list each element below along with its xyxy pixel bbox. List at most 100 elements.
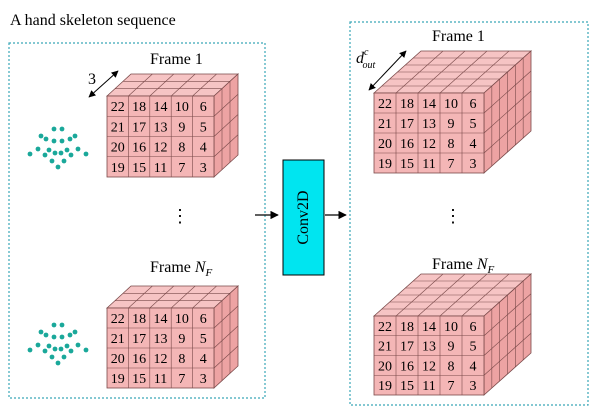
left-frame-1-cell-value: 11 bbox=[154, 161, 167, 176]
right-frame-n-cell-value: 13 bbox=[422, 340, 436, 355]
title: A hand skeleton sequence bbox=[10, 12, 176, 29]
right-frame-1-cell-value: 14 bbox=[422, 97, 436, 112]
frame-1-joint bbox=[27, 151, 33, 157]
right-frame-n-cell-value: 12 bbox=[422, 359, 436, 374]
frame-1-joint bbox=[55, 164, 61, 170]
frame-1-joint bbox=[75, 146, 81, 152]
frame-n-joint bbox=[59, 322, 65, 328]
left-frame-n-cell-value: 19 bbox=[111, 372, 125, 387]
frame-n-joint bbox=[61, 354, 67, 360]
right-frame-n-cell-value: 18 bbox=[400, 320, 414, 335]
right-frame-1-cell-value: 20 bbox=[378, 137, 392, 152]
right-frame-n-cell-value: 9 bbox=[448, 340, 455, 355]
frame-n-hand-skeleton bbox=[27, 322, 89, 366]
left-frame-1-cell-value: 7 bbox=[178, 161, 185, 176]
left-frame-n-top-grid-line bbox=[149, 285, 175, 309]
left-frame-n-cell-value: 14 bbox=[154, 312, 168, 327]
left-frame-n-cell-value: 17 bbox=[132, 332, 146, 347]
frame-1-joint bbox=[68, 152, 74, 158]
frame-1-joint bbox=[46, 147, 52, 153]
left-frame-1-cell-value: 4 bbox=[200, 141, 207, 156]
frame-1-joint bbox=[72, 133, 78, 139]
right-frame-1-cell-value: 6 bbox=[470, 97, 477, 112]
left-frame-1-cell-value: 9 bbox=[178, 120, 185, 135]
frame-1-joint bbox=[42, 152, 48, 158]
left-frame-n-top-grid-line bbox=[128, 285, 153, 309]
right-frame-n-cell-value: 3 bbox=[470, 379, 477, 394]
left-frame-1-cell-value: 12 bbox=[154, 141, 168, 156]
left-frame-1-cell-value: 14 bbox=[154, 100, 168, 115]
left-frame-n-cell-value: 5 bbox=[200, 332, 207, 347]
frame-1-joint bbox=[64, 147, 70, 153]
right-frame-1-cell-value: 18 bbox=[400, 97, 414, 112]
channel-depth-arrow bbox=[368, 50, 407, 91]
frame-n-joint bbox=[46, 343, 52, 349]
right-frame-n-cell-value: 7 bbox=[448, 379, 455, 394]
right-frame-n-cell-value: 15 bbox=[400, 379, 414, 394]
frame-1-joint bbox=[59, 138, 65, 144]
frame-n-joint bbox=[51, 334, 57, 340]
right-frame-1-cell-value: 10 bbox=[444, 97, 458, 112]
right-frame-1-cell-value: 21 bbox=[378, 117, 392, 132]
frame-n-joint bbox=[67, 332, 73, 338]
frame-n-joint bbox=[49, 354, 55, 360]
frame-n-joint bbox=[52, 346, 58, 352]
left-frame-first-label: Frame 1 bbox=[150, 51, 203, 68]
frame-1-joint bbox=[52, 150, 58, 156]
frame-1-joint bbox=[38, 133, 44, 139]
frame-1-joint bbox=[51, 138, 57, 144]
right-frame-n-cell-value: 16 bbox=[400, 359, 414, 374]
right-frame-1-cell-value: 11 bbox=[422, 157, 435, 172]
left-frame-n-cell-value: 16 bbox=[132, 352, 146, 367]
frame-1-joint bbox=[51, 126, 57, 132]
left-frame-1-cell-value: 16 bbox=[132, 141, 146, 156]
right-frame-1-cell-value: 8 bbox=[448, 137, 455, 152]
frame-1-joint bbox=[83, 151, 89, 157]
frame-n-joint bbox=[55, 360, 61, 366]
left-frame-n-cell-value: 12 bbox=[154, 352, 168, 367]
left-frame-n-cell-value: 3 bbox=[200, 372, 207, 387]
frame-n-joint bbox=[27, 347, 33, 353]
right-frame-n-cell-value: 14 bbox=[422, 320, 436, 335]
right-frame-1-cell-value: 16 bbox=[400, 137, 414, 152]
frame-n-joint bbox=[59, 334, 65, 340]
left-frame-n-side-grid-line bbox=[213, 305, 239, 329]
left-frame-1-top-grid-line bbox=[149, 73, 175, 97]
left-frame-n-cell-value: 13 bbox=[154, 332, 168, 347]
frame-n-joint bbox=[35, 342, 41, 348]
right-ellipsis: ⋮ bbox=[444, 206, 462, 226]
right-frame-n-cell-value: 10 bbox=[444, 320, 458, 335]
left-frame-1-cell-value: 8 bbox=[178, 141, 185, 156]
left-frame-n-top-grid-line bbox=[170, 285, 196, 309]
frame-n-joint bbox=[43, 332, 49, 338]
right-frame-1-cell-value: 15 bbox=[400, 157, 414, 172]
right-frame-1-cell-value: 7 bbox=[448, 157, 455, 172]
left-frame-n-cell-value: 21 bbox=[111, 332, 125, 347]
right-panel-border bbox=[349, 21, 589, 406]
frame-n-joint bbox=[68, 348, 74, 354]
right-frame-1-cell-value: 4 bbox=[470, 137, 477, 152]
frame-1-joint bbox=[43, 136, 49, 142]
right-frame-1-cell-value: 22 bbox=[378, 97, 392, 112]
right-frame-1-cell-value: 17 bbox=[400, 117, 414, 132]
left-frame-1-side-grid-line bbox=[213, 134, 239, 157]
left-frame-n-cell-value: 11 bbox=[154, 372, 167, 387]
frame-n-joint bbox=[64, 343, 70, 349]
frame-n-joint bbox=[75, 342, 81, 348]
left-frame-n-cell-value: 6 bbox=[200, 312, 207, 327]
frame-n-joint bbox=[72, 329, 78, 335]
left-frame-n-cell-value: 9 bbox=[178, 332, 185, 347]
depth-label: 3 bbox=[88, 71, 96, 88]
left-ellipsis: ⋮ bbox=[171, 206, 189, 226]
left-frame-1-cell-value: 10 bbox=[175, 100, 189, 115]
left-frame-1-cell-value: 13 bbox=[154, 120, 168, 135]
left-frame-1-side-grid-line bbox=[213, 94, 239, 117]
frame-1-joint bbox=[49, 158, 55, 164]
left-panel-border bbox=[8, 42, 266, 399]
